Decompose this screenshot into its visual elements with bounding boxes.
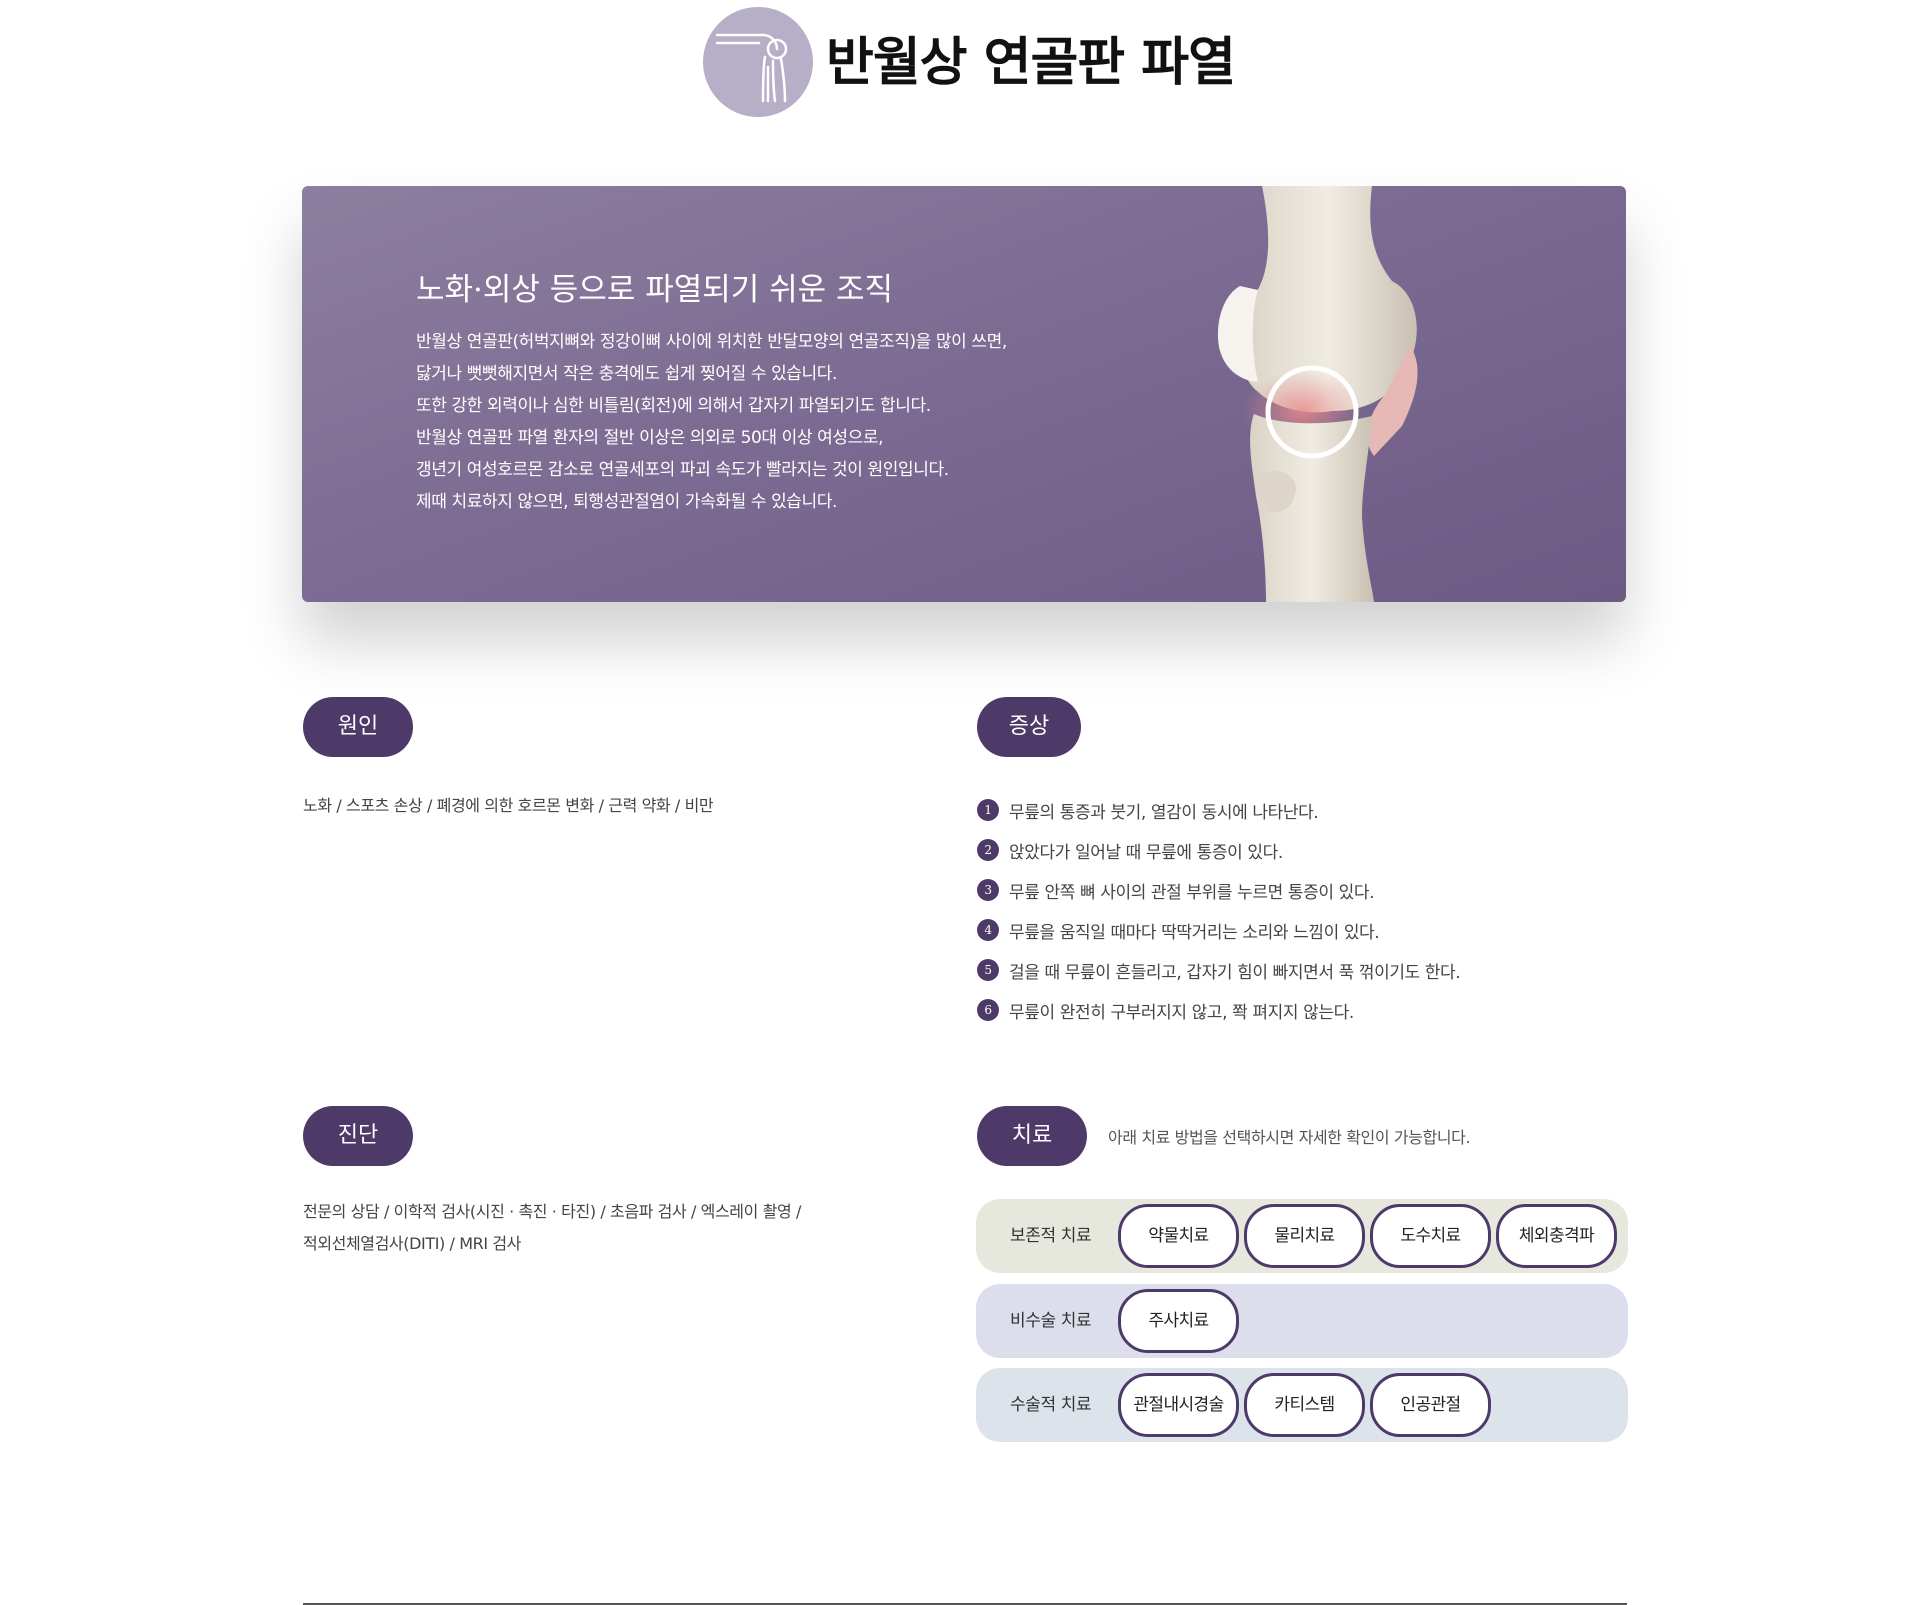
number-badge: 5 [977,959,999,981]
list-item: 4 무릎을 움직일 때마다 딱딱거리는 소리와 느낌이 있다. [977,910,1460,950]
number-badge: 2 [977,839,999,861]
diagnosis-text: 전문의 상담 / 이학적 검사(시진 · 촉진 · 타진) / 초음파 검사 /… [303,1196,823,1260]
cause-heading: 원인 [303,697,413,757]
list-item: 3 무릎 안쪽 뼈 사이의 관절 부위를 누르면 통증이 있다. [977,870,1460,910]
hero-line: 갱년기 여성호르몬 감소로 연골세포의 파괴 속도가 빨라지는 것이 원인입니다… [416,460,949,480]
treatment-row-nonsurgical: 비수술 치료 주사치료 [976,1284,1628,1358]
row-label: 보존적 치료 [1010,1226,1092,1246]
treatment-note: 아래 치료 방법을 선택하시면 자세한 확인이 가능합니다. [1108,1128,1471,1147]
symptom-text: 무릎이 완전히 구부러지지 않고, 쫙 펴지지 않는다. [1009,1002,1354,1023]
diagnosis-heading: 진단 [303,1106,413,1166]
physical-therapy-button[interactable]: 물리치료 [1244,1204,1365,1268]
symptom-list: 1 무릎의 통증과 붓기, 열감이 동시에 나타난다. 2 앉았다가 일어날 때 무… [977,790,1461,1030]
symptom-text: 무릎을 움직일 때마다 딱딱거리는 소리와 느낌이 있다. [1009,922,1380,943]
treatment-heading: 치료 [977,1106,1087,1166]
medication-treatment-button[interactable]: 약물치료 [1118,1204,1239,1268]
treatment-row-conservative: 보존적 치료 약물치료 물리치료 도수치료 체외충격파 [976,1199,1628,1273]
hero-line: 제때 치료하지 않으면, 퇴행성관절염이 가속화될 수 있습니다. [416,492,838,512]
symptom-text: 무릎의 통증과 붓기, 열감이 동시에 나타난다. [1009,802,1319,823]
number-badge: 3 [977,879,999,901]
page-title: 반월상 연골판 파열 [826,32,1236,93]
hero-line: 반월상 연골판(허벅지뼈와 정강이뼈 사이에 위치한 반달모양의 연골조직)을 … [416,332,1007,352]
shockwave-therapy-button[interactable]: 체외충격파 [1496,1204,1617,1268]
hero-banner: 노화·외상 등으로 파열되기 쉬운 조직 반월상 연골판(허벅지뼈와 정강이뼈 … [302,186,1626,602]
symptom-text: 걸을 때 무릎이 흔들리고, 갑자기 힘이 빠지면서 푹 꺾이기도 한다. [1009,962,1461,983]
hero-line: 반월상 연골판 파열 환자의 절반 이상은 의외로 50대 이상 여성으로, [416,428,884,448]
list-item: 6 무릎이 완전히 구부러지지 않고, 쫙 펴지지 않는다. [977,990,1460,1030]
manual-therapy-button[interactable]: 도수치료 [1370,1204,1491,1268]
arthroscopy-button[interactable]: 관절내시경술 [1118,1373,1239,1437]
number-badge: 6 [977,999,999,1021]
list-item: 2 앉았다가 일어날 때 무릎에 통증이 있다. [977,830,1460,870]
symptom-text: 무릎 안쪽 뼈 사이의 관절 부위를 누르면 통증이 있다. [1009,882,1375,903]
cause-text: 노화 / 스포츠 손상 / 폐경에 의한 호르몬 변화 / 근력 약화 / 비만 [303,796,714,815]
symptom-text: 앉았다가 일어날 때 무릎에 통증이 있다. [1009,842,1283,863]
row-label: 수술적 치료 [1010,1395,1092,1415]
list-item: 5 걸을 때 무릎이 흔들리고, 갑자기 힘이 빠지면서 푹 꺾이기도 한다. [977,950,1461,990]
diagnosis-line: 전문의 상담 / 이학적 검사(시진 · 촉진 · 타진) / 초음파 검사 /… [303,1202,801,1221]
hero-line: 또한 강한 외력이나 심한 비틀림(회전)에 의해서 갑자기 파열되기도 합니다… [416,396,931,416]
treatment-row-surgical: 수술적 치료 관절내시경술 카티스템 인공관절 [976,1368,1628,1442]
hero-title: 노화·외상 등으로 파열되기 쉬운 조직 [416,272,894,308]
row-label: 비수술 치료 [1010,1311,1092,1331]
injection-treatment-button[interactable]: 주사치료 [1118,1289,1239,1353]
page-header: 반월상 연골판 파열 [0,0,1920,150]
knee-joint-icon [703,7,813,117]
artificial-joint-button[interactable]: 인공관절 [1370,1373,1491,1437]
list-item: 1 무릎의 통증과 붓기, 열감이 동시에 나타난다. [977,790,1460,830]
number-badge: 1 [977,799,999,821]
diagnosis-line: 적외선체열검사(DITI) / MRI 검사 [303,1234,521,1253]
number-badge: 4 [977,919,999,941]
knee-meniscus-illustration [1218,186,1418,602]
hero-description: 반월상 연골판(허벅지뼈와 정강이뼈 사이에 위치한 반달모양의 연골조직)을 … [416,326,1116,518]
hero-line: 닳거나 뻣뻣해지면서 작은 충격에도 쉽게 찢어질 수 있습니다. [416,364,838,384]
cartistem-button[interactable]: 카티스템 [1244,1373,1365,1437]
symptom-heading: 증상 [977,697,1081,757]
